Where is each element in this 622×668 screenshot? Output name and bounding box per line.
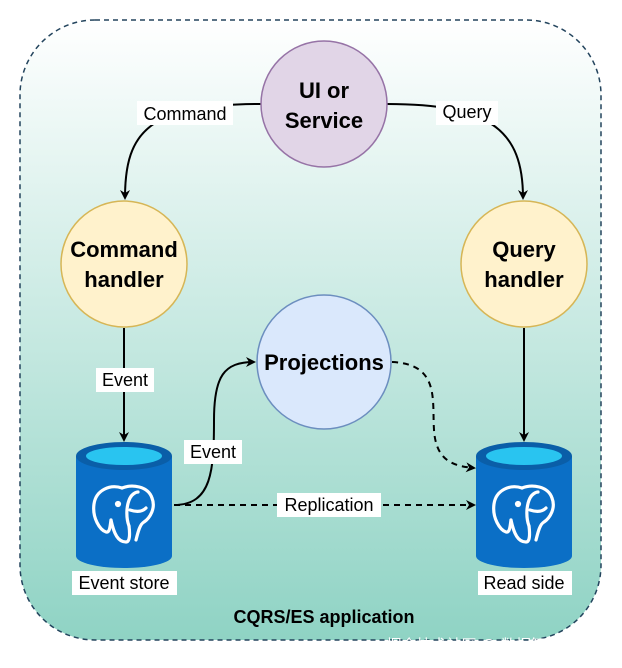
node-command-line1: Command xyxy=(70,237,178,262)
node-query-handler: Query handler xyxy=(460,200,588,328)
postgresql-elephant-icon xyxy=(92,484,155,544)
edge-label-event-up: Event xyxy=(190,442,236,462)
node-ui-line1: UI or xyxy=(299,78,350,103)
node-command-line2: handler xyxy=(84,267,164,292)
node-ui-or-service: UI or Service xyxy=(260,40,388,168)
db-event-store: Event store xyxy=(72,442,177,595)
edge-query xyxy=(386,103,528,200)
edge-label-query: Query xyxy=(442,102,491,122)
container-label: CQRS/ES application xyxy=(233,607,414,627)
node-projections-label: Projections xyxy=(264,350,384,375)
edge-label-command: Command xyxy=(143,104,226,124)
edge-event-up xyxy=(173,357,256,506)
node-query-line2: handler xyxy=(484,267,564,292)
postgresql-elephant-icon xyxy=(492,484,555,544)
watermark: 掘金技术社区 @ 数据智能老司机 xyxy=(386,636,606,654)
db-event-store-label: Event store xyxy=(78,573,169,593)
db-read-side-label: Read side xyxy=(483,573,564,593)
edge-label-event-down: Event xyxy=(102,370,148,390)
node-projections: Projections xyxy=(256,294,392,430)
edge-label-replication: Replication xyxy=(284,495,373,515)
node-query-line1: Query xyxy=(492,237,556,262)
node-ui-line2: Service xyxy=(285,108,363,133)
edge-projection-to-readside xyxy=(391,361,476,473)
db-read-side: Read side xyxy=(476,442,572,595)
node-command-handler: Command handler xyxy=(60,200,188,328)
